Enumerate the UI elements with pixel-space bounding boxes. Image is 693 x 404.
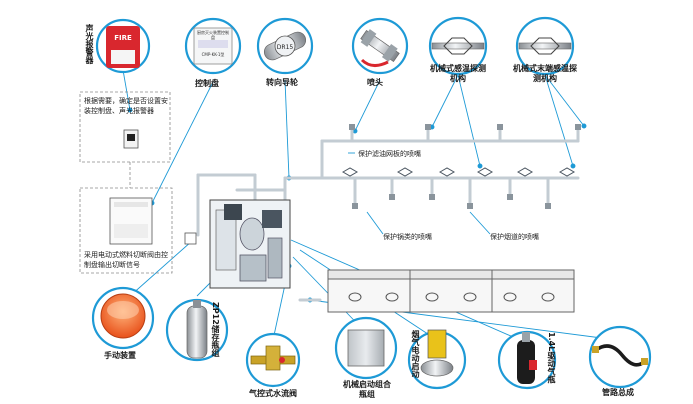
label-manual: 手动装置 bbox=[104, 351, 136, 360]
circle-pipe bbox=[588, 325, 652, 389]
note-flue-nozzle: 保护烟道的喷嘴 bbox=[490, 233, 539, 241]
kitchen-range bbox=[327, 269, 575, 313]
note-pot-nozzle: 保护锅类的喷嘴 bbox=[383, 233, 432, 241]
label-cylinder: ZP12储存瓶组 bbox=[211, 302, 220, 357]
circle-mech-end-sensor bbox=[515, 16, 575, 76]
label-pipe: 管路总成 bbox=[602, 388, 634, 397]
alarm-face-text: FIRE bbox=[114, 34, 132, 42]
circle-pulley: DR15 bbox=[256, 17, 314, 75]
note-bottom: 采用电动式燃料切断阀由控制盘输出切断信号 bbox=[84, 251, 168, 269]
label-mech-sensor: 机械式感温探测机构 bbox=[430, 64, 486, 83]
circle-alarm: FIRE bbox=[95, 18, 151, 74]
note-top: 根据需要，确定是否设置安装控制盘、声光报警器 bbox=[84, 97, 168, 115]
nozzle-marks bbox=[349, 124, 581, 209]
label-gas-bottle: 1.4L驱动气瓶 bbox=[547, 332, 556, 384]
label-alarm: 声光报警器 bbox=[85, 24, 94, 64]
sensor-marks bbox=[341, 167, 576, 177]
control-panel-drawing bbox=[109, 197, 153, 245]
circle-manual bbox=[91, 286, 155, 350]
circle-mech-sensor bbox=[428, 16, 488, 76]
label-valve: 气控式水流阀 bbox=[249, 389, 297, 398]
panel-face-text: 厨房灭火装置控制盘 bbox=[197, 30, 229, 40]
circle-valve bbox=[245, 332, 301, 388]
pulley-face-text: DR15 bbox=[277, 44, 294, 51]
circle-gas-bottle bbox=[497, 330, 557, 390]
dashed-frames bbox=[79, 91, 173, 274]
note-filter-nozzle: 保护滤油网板的喷嘴 bbox=[358, 150, 421, 158]
circle-cylinder bbox=[165, 298, 229, 362]
piping bbox=[196, 126, 580, 302]
equipment-cabinet bbox=[209, 199, 291, 289]
label-mech-start: 机械启动组合瓶组 bbox=[343, 380, 391, 399]
manual-pull-box bbox=[184, 232, 197, 245]
label-pulley: 转向导轮 bbox=[266, 78, 298, 87]
control-module-small bbox=[123, 129, 139, 149]
panel-face-subtext: CMP-KK-1型 bbox=[201, 52, 225, 57]
circle-mech-start bbox=[334, 316, 398, 380]
circle-smoke-start bbox=[407, 329, 467, 390]
circle-nozzle bbox=[351, 17, 409, 75]
label-smoke-start: 烟气电动启动 bbox=[411, 330, 420, 378]
circle-control-panel bbox=[184, 17, 242, 75]
label-control-panel: 控制盘 bbox=[195, 79, 219, 88]
label-mech-end-sensor: 机械式末端感温探测机构 bbox=[513, 64, 577, 83]
label-nozzle: 喷头 bbox=[367, 78, 383, 87]
